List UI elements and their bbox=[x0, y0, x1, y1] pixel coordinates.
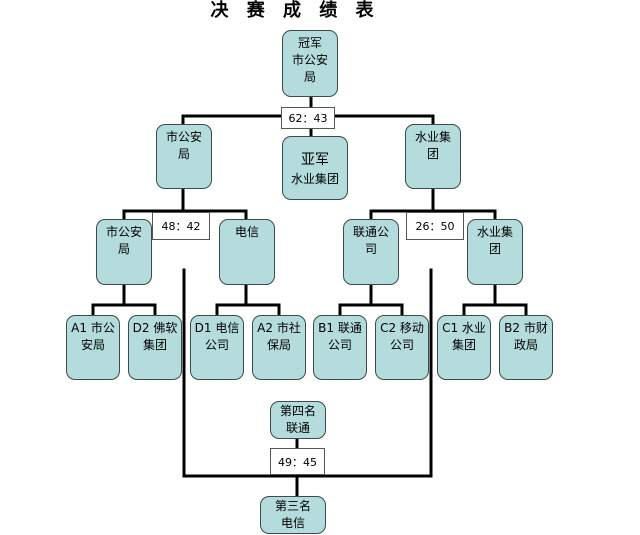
qf-d-node: 水业集 团 bbox=[467, 219, 523, 285]
runner-up-label: 亚军 bbox=[301, 151, 329, 168]
team-line2: 政局 bbox=[513, 338, 538, 352]
qf-c-line1: 联通公 bbox=[352, 225, 389, 239]
team-node: D2 佛软 集团 bbox=[128, 315, 182, 380]
team-node: B2 市财 政局 bbox=[499, 315, 553, 380]
team-line1: C2 移动 bbox=[380, 321, 424, 335]
team-line2: 公司 bbox=[327, 338, 352, 352]
team-node: C2 移动 公司 bbox=[375, 315, 429, 380]
qf-b-node: 电信 bbox=[219, 219, 275, 285]
champion-team-line1: 市公安 bbox=[291, 53, 328, 67]
runner-up-node: 亚军 水业集团 bbox=[282, 136, 348, 200]
team-line2: 公司 bbox=[204, 338, 229, 352]
team-line2: 安局 bbox=[80, 338, 105, 352]
team-line1: A1 市公 bbox=[71, 321, 115, 335]
semi-right-line2: 团 bbox=[426, 147, 439, 161]
team-line1: D1 电信 bbox=[194, 321, 240, 335]
qf-d-line1: 水业集 bbox=[476, 225, 513, 239]
team-node: B1 联通 公司 bbox=[313, 315, 367, 380]
team-node: D1 电信 公司 bbox=[190, 315, 244, 380]
team-line2: 公司 bbox=[389, 338, 414, 352]
qf-b-line1: 电信 bbox=[234, 225, 259, 239]
final-score: 62：43 bbox=[281, 107, 335, 129]
qf-d-line2: 团 bbox=[488, 242, 501, 256]
team-node: A1 市公 安局 bbox=[66, 315, 120, 380]
team-line2: 集团 bbox=[451, 338, 476, 352]
champion-team-line2: 局 bbox=[303, 70, 316, 84]
semi-left-score: 48：42 bbox=[152, 212, 210, 240]
third-place-team: 电信 bbox=[280, 516, 305, 530]
champion-node: 冠军 市公安 局 bbox=[282, 30, 338, 97]
qf-c-node: 联通公 司 bbox=[343, 219, 399, 285]
semi-left-node: 市公安 局 bbox=[156, 124, 212, 189]
team-line1: B1 联通 bbox=[318, 321, 362, 335]
third-place-score: 49：45 bbox=[270, 448, 325, 475]
page-title: 决 赛 成 绩 表 bbox=[210, 0, 380, 21]
team-line1: C1 水业 bbox=[442, 321, 486, 335]
team-node: A2 市社 保局 bbox=[252, 315, 306, 380]
runner-up-team: 水业集团 bbox=[290, 171, 339, 186]
semi-right-score: 26：50 bbox=[406, 212, 464, 240]
team-line2: 集团 bbox=[142, 338, 167, 352]
qf-a-node: 市公安 局 bbox=[96, 219, 152, 285]
semi-left-line1: 市公安 bbox=[165, 130, 202, 144]
third-place-node: 第三名 电信 bbox=[260, 496, 326, 534]
team-line1: B2 市财 bbox=[504, 321, 548, 335]
semi-left-line2: 局 bbox=[177, 147, 190, 161]
third-place-label: 第三名 bbox=[274, 499, 311, 513]
team-node: C1 水业 集团 bbox=[437, 315, 491, 380]
fourth-place-node: 第四名 联通 bbox=[270, 401, 326, 439]
qf-c-line2: 司 bbox=[364, 242, 377, 256]
team-line2: 保局 bbox=[266, 338, 291, 352]
semi-right-line1: 水业集 bbox=[414, 130, 451, 144]
fourth-place-label: 第四名 bbox=[279, 404, 316, 418]
qf-a-line2: 局 bbox=[117, 242, 130, 256]
team-line1: A2 市社 bbox=[257, 321, 301, 335]
fourth-place-team: 联通 bbox=[285, 421, 310, 435]
team-line1: D2 佛软 bbox=[132, 321, 178, 335]
champion-label: 冠军 bbox=[297, 36, 322, 50]
semi-right-node: 水业集 团 bbox=[405, 124, 461, 189]
qf-a-line1: 市公安 bbox=[105, 225, 142, 239]
